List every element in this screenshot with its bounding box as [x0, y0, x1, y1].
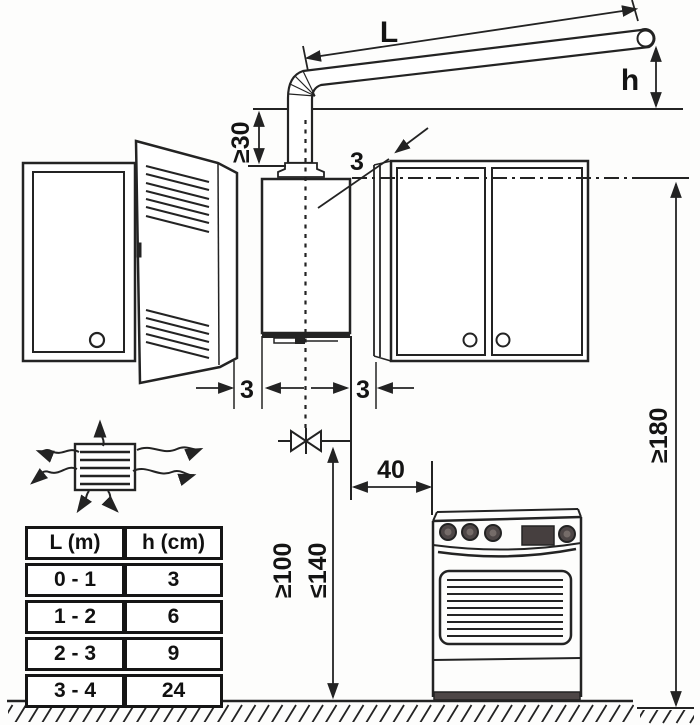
gap-top-label: 3 [350, 148, 364, 176]
water-heater-connections [273, 337, 338, 344]
stove-panel-bottom [432, 542, 582, 551]
gap-slash [317, 158, 390, 209]
terminal-height-label: h [621, 64, 639, 97]
table-cell: 6 [125, 600, 223, 634]
right-cabinet [373, 159, 590, 363]
right-cabinet-door-right [491, 167, 583, 356]
table-cell: 3 [125, 563, 223, 597]
stove-display [521, 525, 555, 546]
vent-grille [73, 442, 137, 492]
gas-valve [278, 428, 351, 454]
dim-stove-distance [351, 461, 433, 515]
gap-right-label: 3 [356, 376, 370, 404]
min-flue-rise-label: ≥30 [227, 121, 255, 163]
dim-min-flue-rise [248, 110, 286, 167]
ground-hatching-right [640, 710, 694, 724]
flue-length-label: L [380, 16, 398, 49]
left-cabinet-open-door [134, 139, 239, 385]
elbow-gores [288, 70, 316, 97]
gas-min-label: ≥100 [269, 543, 297, 598]
table-cell: 1 - 2 [25, 600, 125, 634]
open-door-handle [136, 242, 142, 258]
stove-base [433, 691, 581, 701]
airflow-arrow-up [93, 419, 107, 447]
left-cabinet [21, 161, 137, 363]
table-header-h: h (cm) [125, 526, 223, 560]
gas-max-label: ≤140 [304, 543, 332, 598]
left-cabinet-door [32, 171, 125, 353]
open-door-edge [217, 163, 220, 366]
louver-vent-bottom [145, 309, 210, 359]
dim-flue-length [302, 0, 639, 72]
stove [431, 508, 583, 701]
left-cabinet-knob [88, 331, 106, 349]
table-cell: 2 - 3 [25, 637, 125, 671]
airflow-arrow-right-mid [132, 468, 197, 487]
stove-knobs [439, 523, 576, 543]
airflow-arrow-down-left [76, 490, 92, 514]
airflow-arrow-left-up [35, 449, 80, 463]
table-row: 3 - 4 24 [25, 674, 223, 708]
flue-pipe-body [286, 28, 656, 165]
table-header-row: L (m) h (cm) [25, 526, 223, 560]
table-row: 0 - 1 3 [25, 563, 223, 597]
flue-length-height-table: L (m) h (cm) 0 - 1 3 1 - 2 6 2 - 3 9 3 -… [25, 526, 223, 708]
floor-clearance-label: ≥180 [645, 408, 673, 463]
right-cabinet-knob-right [495, 332, 511, 348]
airflow-arrow-left-down [30, 466, 78, 485]
flue-collar [277, 162, 325, 178]
water-heater [260, 177, 352, 344]
stove-drawer-line [432, 657, 582, 661]
stove-handle [437, 547, 577, 558]
dim-gap-right [311, 336, 414, 500]
table-header-L: L (m) [25, 526, 125, 560]
dim-gap-left [196, 336, 304, 409]
water-heater-base-band [262, 333, 350, 338]
right-cabinet-door-left [396, 167, 486, 356]
stove-distance-label: 40 [377, 456, 405, 484]
right-cabinet-knob-left [462, 332, 478, 348]
airflow-arrow-right-up [136, 446, 204, 462]
right-cabinet-frame [389, 159, 590, 363]
stove-top [432, 515, 582, 523]
louver-vent-top [145, 165, 210, 233]
oven-door-slats [447, 579, 563, 637]
table-cell: 24 [125, 674, 223, 708]
leader-arrow [394, 127, 429, 154]
airflow-arrow-down-right [101, 490, 119, 513]
gap-left-label: 3 [240, 376, 254, 404]
oven-door [438, 569, 573, 646]
table-row: 1 - 2 6 [25, 600, 223, 634]
gap-top-annotation [317, 127, 429, 209]
table-cell: 0 - 1 [25, 563, 125, 597]
table-row: 2 - 3 9 [25, 637, 223, 671]
airflow-arrows [30, 419, 204, 514]
table-cell: 3 - 4 [25, 674, 125, 708]
table-cell: 9 [125, 637, 223, 671]
flue-pipe [286, 28, 656, 165]
flue-pipe-end-cap [636, 29, 655, 48]
